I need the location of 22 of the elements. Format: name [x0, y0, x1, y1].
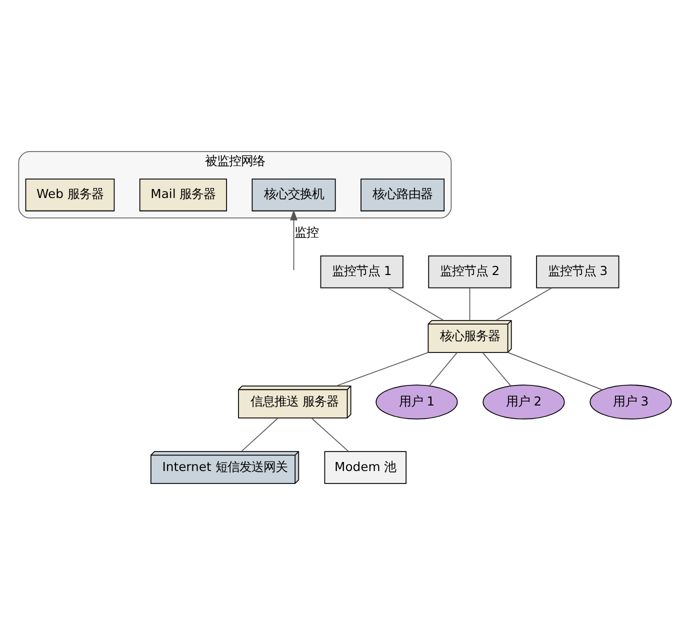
node-ellipse: 用户 3 — [590, 384, 672, 420]
node-box: 监控节点 1 — [320, 256, 404, 288]
node-box: 核心路由器 — [360, 178, 445, 212]
connector — [507, 352, 603, 390]
arrow — [290, 210, 298, 270]
connector — [469, 288, 470, 321]
connector — [310, 418, 349, 452]
connector — [336, 352, 429, 386]
connector — [495, 287, 552, 321]
node-ellipse: 用户 2 — [482, 384, 565, 420]
connector — [241, 418, 279, 452]
node-box: 监控节点 2 — [428, 256, 512, 288]
node-box: Web 服务器 — [25, 178, 115, 212]
node-box: 核心交换机 — [252, 178, 336, 212]
connector — [387, 287, 444, 321]
edge-label: 监控 — [294, 226, 319, 240]
node-box: Modem 池 — [324, 451, 407, 484]
node-ellipse: 用户 1 — [376, 384, 458, 420]
node-box: Mail 服务器 — [139, 178, 227, 212]
connector — [482, 352, 512, 386]
connector — [429, 352, 458, 386]
node-box: 监控节点 3 — [536, 256, 620, 288]
